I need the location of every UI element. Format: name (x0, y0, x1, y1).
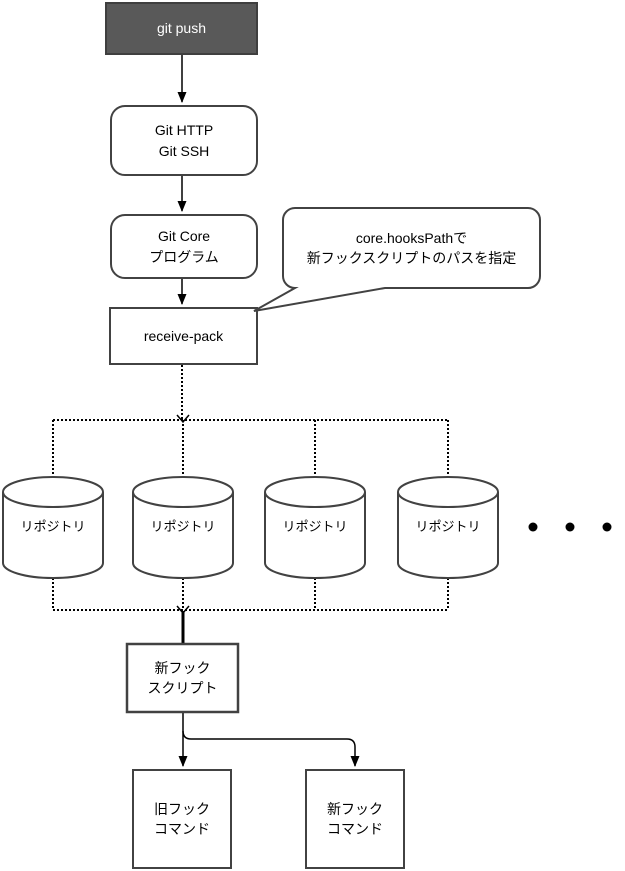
repository-cylinder-1 (2, 476, 104, 579)
repository-cylinder-3 (264, 476, 366, 579)
git-push-node (105, 2, 258, 55)
junction-chevron-top (176, 414, 190, 424)
repository-cylinder-4 (397, 476, 499, 579)
new-hook-command-node (305, 769, 405, 869)
git-transport-node (110, 105, 258, 176)
old-hook-command-node (132, 769, 232, 869)
ellipsis-dots-icon (528, 522, 612, 532)
callout-bubble (253, 207, 541, 312)
new-hook-script-node (125, 642, 240, 714)
repository-cylinder-2 (132, 476, 234, 579)
git-core-node (110, 214, 258, 279)
receive-pack-node (109, 307, 258, 365)
arrow-script-to-newcommand (182, 730, 360, 767)
